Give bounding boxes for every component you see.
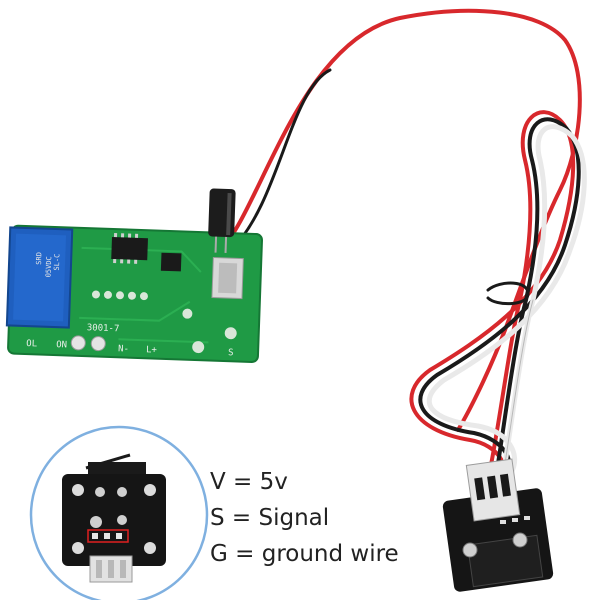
ic-chip bbox=[111, 236, 148, 261]
relay-board: SRD 05VDC SL-C bbox=[5, 188, 263, 363]
pin-label-ol: OL bbox=[26, 339, 37, 349]
capacitor bbox=[208, 188, 236, 253]
red-wire bbox=[220, 8, 582, 432]
endstop-microswitch bbox=[466, 534, 544, 588]
switch-detail-inset bbox=[29, 425, 209, 600]
solder-pads bbox=[91, 290, 237, 354]
legend-ground: G = ground wire bbox=[210, 541, 399, 567]
pin-label-l: L+ bbox=[146, 345, 158, 355]
legend-voltage: V = 5v bbox=[210, 469, 288, 495]
pin-highlight bbox=[87, 529, 129, 543]
relay-label: SRD 05VDC SL-C bbox=[35, 252, 62, 277]
wire-loop-red bbox=[409, 110, 576, 477]
relay-text-1: SRD bbox=[35, 252, 43, 265]
endstop-switch bbox=[442, 458, 554, 592]
pin-label-on: ON bbox=[56, 340, 67, 350]
pin-legend: V = 5v S = Signal G = ground wire bbox=[210, 464, 430, 572]
legend-signal: S = Signal bbox=[210, 505, 330, 531]
black-wire bbox=[231, 68, 332, 250]
transistor bbox=[160, 252, 182, 272]
pin-label-s: S bbox=[228, 348, 234, 358]
relay-text-2: 05VDC bbox=[45, 256, 54, 277]
inset-pcb bbox=[62, 474, 166, 566]
board-model-label: 3001-7 bbox=[87, 323, 120, 334]
pin-label-n: N- bbox=[118, 344, 129, 354]
wire-wrap bbox=[486, 281, 530, 306]
screw-terminals bbox=[70, 335, 106, 352]
wire-loop-white bbox=[426, 124, 587, 474]
relay-text-3: SL-C bbox=[53, 254, 62, 271]
cable-bundle bbox=[220, 8, 587, 477]
